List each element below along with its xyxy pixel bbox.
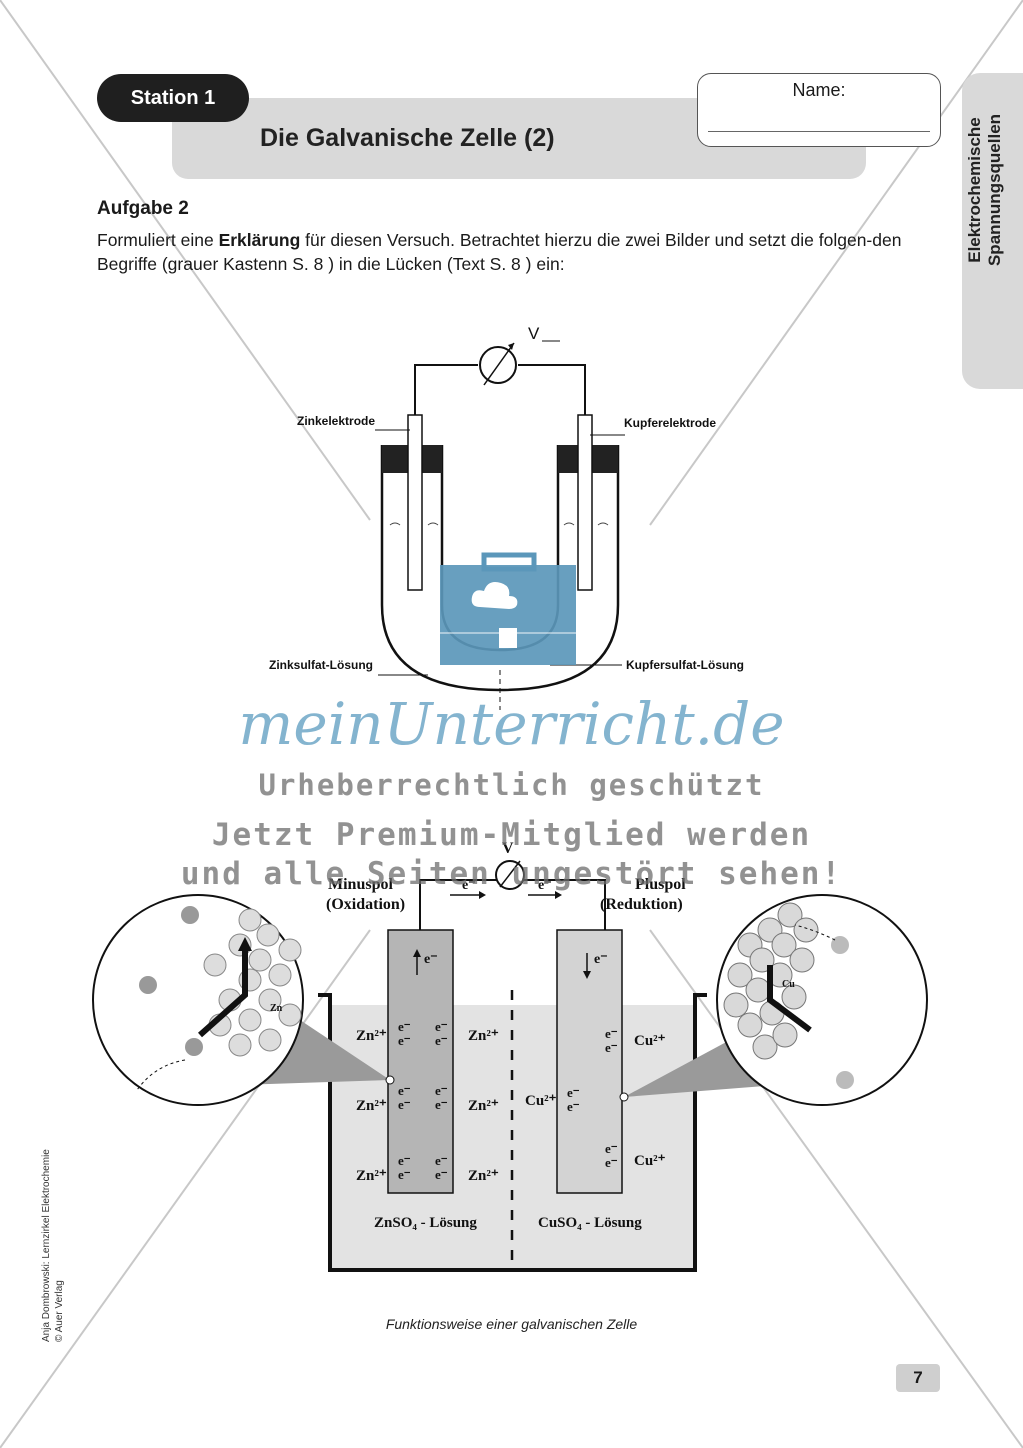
task-heading: Aufgabe 2 [97,198,189,219]
task-text-bold: Erklärung [218,230,301,250]
briefcase-icon [440,552,576,665]
label-cuso4: CuSO₄ - Lösung [538,1215,642,1231]
watermark-unlock: und alle Seiten ungestört sehen! [180,856,843,892]
figure-caption: Funktionsweise einer galvanischen Zelle [385,1316,638,1332]
cu-ion-1: Cu²⁺ [634,1033,666,1049]
zn-atom-label: Zn [270,1003,283,1014]
voltmeter-icon [479,342,517,386]
label-reduction: (Reduktion) [600,896,683,913]
side-tab-label: Elektrochemische Spannungsquellen [965,70,1005,310]
label-copper-electrode: Kupferelektrode [624,416,716,430]
zn-ion-5: Zn²⁺ [468,1098,499,1114]
electron-up-label: e⁻ [424,952,438,967]
station-badge: Station 1 [97,74,249,122]
electron-zn-c2: e⁻ [398,1167,411,1182]
voltmeter-label-2: V [502,840,514,857]
page-number: 7 [896,1364,940,1392]
electron-down-label: e⁻ [594,952,608,967]
credit-text: Anja Dombrowski: Lernzirkel Elektrochemi… [40,1112,66,1342]
cu-atom-label: Cu [782,979,795,990]
label-copper-solution: Kupfersulfat-Lösung [626,658,744,672]
zn-ion-4: Zn²⁺ [468,1028,499,1044]
side-tab [962,73,1023,389]
electron-cu-a2: e⁻ [605,1040,618,1055]
label-oxidation: (Oxidation) [326,896,405,913]
name-underline [708,131,930,132]
electron-cu-c1: e⁻ [605,1141,618,1156]
zn-ion-1: Zn²⁺ [356,1028,387,1044]
side-tab-line2: Spannungsquellen [985,113,1004,267]
label-minus-pole: Minuspol [328,876,393,893]
electron-zn-c3: e⁻ [435,1153,448,1168]
electron-cu-b1: e⁻ [567,1085,580,1100]
side-tab-line1: Elektrochemische [965,117,984,263]
task-text-part2: für diesen Versuch. Betrachtet hierzu di… [97,230,902,274]
electron-zn-a2: e⁻ [398,1033,411,1048]
electron-zn-a4: e⁻ [435,1033,448,1048]
electron-cu-c2: e⁻ [605,1155,618,1170]
credit-line2: © Auer Verlag [54,1280,65,1342]
cu-ion-3: Cu²⁺ [634,1153,666,1169]
cu-ion-2: Cu²⁺ [525,1093,557,1109]
credit-line1: Anja Dombrowski: Lernzirkel Elektrochemi… [41,1149,52,1342]
copper-zoom-circle: Cu [716,894,928,1106]
electron-zn-a1: e⁻ [398,1019,411,1034]
galvanic-cell-diagram: V Minuspol (Oxidation) Pluspol (Reduktio… [92,840,928,1272]
label-zinc-electrode: Zinkelektrode [297,414,375,428]
watermark-premium: Jetzt Premium-Mitglied werden [211,817,812,853]
electron-zn-b4: e⁻ [435,1097,448,1112]
electron-label-wire-left: e⁻ [462,878,476,893]
u-tube-diagram: V Zinkelektrode Kupferelektrode Zinksulf… [269,324,744,710]
electron-zn-a3: e⁻ [435,1019,448,1034]
page-title: Die Galvanische Zelle (2) [260,124,555,152]
electron-zn-b3: e⁻ [435,1083,448,1098]
watermark-brand: meinUnterricht.de [238,690,785,758]
electron-cu-b2: e⁻ [567,1099,580,1114]
name-label: Name: [792,80,846,100]
electron-zn-c4: e⁻ [435,1167,448,1182]
electron-cu-a1: e⁻ [605,1026,618,1041]
task-text-part1: Formuliert eine [97,230,219,250]
voltmeter-icon-2 [495,860,525,890]
label-zinc-solution: Zinksulfat-Lösung [269,658,373,672]
name-field[interactable]: Name: [697,73,941,147]
electron-zn-b2: e⁻ [398,1097,411,1112]
electron-label-wire-right: e⁻ [538,878,552,893]
label-plus-pole: Pluspol [635,876,686,893]
task-text: Formuliert eine Erklärung für diesen Ver… [97,228,942,276]
zn-ion-2: Zn²⁺ [356,1098,387,1114]
electron-zn-c1: e⁻ [398,1153,411,1168]
zn-ion-3: Zn²⁺ [356,1168,387,1184]
watermark-copyright: Urheberrechtlich geschützt [258,768,765,802]
electron-zn-b1: e⁻ [398,1083,411,1098]
zinc-zoom-circle: Zn [92,894,304,1106]
voltmeter-label: V [528,324,540,343]
zn-ion-6: Zn²⁺ [468,1168,499,1184]
label-znso4: ZnSO₄ - Lösung [374,1215,477,1231]
